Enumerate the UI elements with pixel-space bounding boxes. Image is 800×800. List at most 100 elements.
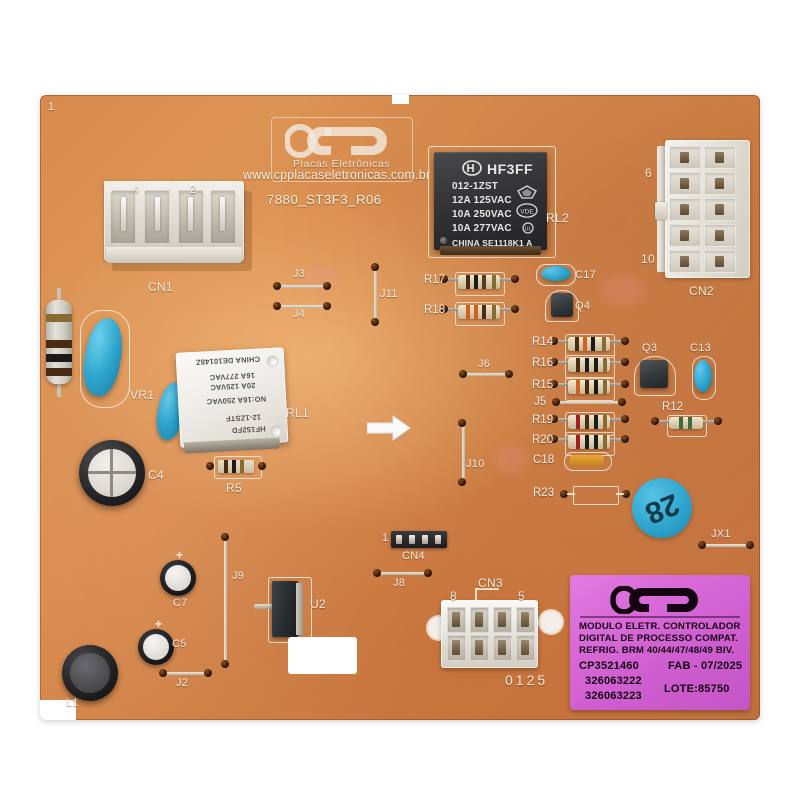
rl1-corner-dimple bbox=[270, 425, 283, 438]
r17-lead bbox=[444, 278, 460, 281]
pad bbox=[552, 398, 560, 406]
svg-text:UL: UL bbox=[524, 226, 531, 232]
jumper-j10-wire bbox=[462, 424, 465, 482]
power-resistor bbox=[46, 300, 72, 384]
r16-ref-label: R16 bbox=[532, 357, 554, 369]
cn2-pin-mark-10: 10 bbox=[641, 252, 655, 266]
pad bbox=[622, 490, 630, 498]
label-code-2: 326063222 bbox=[585, 675, 642, 687]
j5-label: J5 bbox=[534, 396, 547, 408]
cn1-rib bbox=[137, 181, 145, 193]
c7-ref-label: C7 bbox=[173, 597, 188, 609]
r23-outline bbox=[573, 486, 619, 505]
resistor-r18 bbox=[458, 305, 500, 319]
c5-top bbox=[143, 634, 169, 660]
pad bbox=[621, 380, 629, 388]
cn3-contact bbox=[475, 612, 483, 627]
connector-cn2[interactable] bbox=[655, 140, 765, 290]
jumper-j2-wire bbox=[163, 672, 208, 675]
pad bbox=[221, 533, 229, 541]
c13-ref-label: C13 bbox=[690, 342, 712, 354]
u2-ref-label: U2 bbox=[310, 597, 326, 611]
r14-ref-label: R14 bbox=[532, 336, 554, 348]
cn3-contact bbox=[452, 640, 460, 655]
pad bbox=[159, 669, 167, 677]
q4-outline bbox=[545, 290, 579, 322]
r17-ref-label: R17 bbox=[424, 274, 446, 286]
pad bbox=[550, 415, 558, 423]
rl1-part-number: 12-1ZSTF bbox=[225, 412, 262, 424]
solder-blob bbox=[600, 275, 646, 307]
white-overlay-rectangle bbox=[288, 637, 357, 674]
pad bbox=[323, 302, 331, 310]
cn2-pin bbox=[680, 178, 689, 189]
pad bbox=[273, 302, 281, 310]
pad bbox=[221, 660, 229, 668]
r15-outline bbox=[565, 377, 615, 401]
pad bbox=[698, 541, 706, 549]
r17-lead bbox=[498, 278, 514, 281]
pointer-arrow-icon bbox=[367, 415, 411, 441]
cn1-rib bbox=[235, 181, 243, 193]
cn1-blade bbox=[121, 197, 126, 231]
transistor-q3 bbox=[640, 360, 668, 388]
r18-lead bbox=[498, 308, 514, 311]
pad bbox=[424, 569, 432, 577]
r20-ref-label: R20 bbox=[532, 434, 554, 446]
cn1-pin-mark-4: 4 bbox=[133, 184, 140, 196]
r14-outline bbox=[565, 334, 615, 358]
pad bbox=[458, 419, 466, 427]
resistor-r17 bbox=[458, 275, 500, 289]
cn2-pin bbox=[715, 204, 724, 215]
j10-label: J10 bbox=[466, 458, 485, 470]
rl2-rating-3: 10A 277VAC bbox=[452, 223, 512, 234]
label-line-1: MODULO ELETR. CONTROLADOR bbox=[579, 621, 741, 632]
rl2-rating-2: 10A 250VAC bbox=[452, 209, 512, 220]
r5-band bbox=[224, 460, 228, 473]
pad bbox=[459, 370, 467, 378]
label-line-2: DIGITAL DE PROCESSO COMPAT. bbox=[579, 633, 738, 644]
r14-lead bbox=[608, 340, 624, 343]
rl2-base bbox=[440, 246, 541, 255]
cn1-rib bbox=[203, 181, 211, 193]
brand-subtitle: Placas Eletrônicas bbox=[293, 158, 391, 170]
pad bbox=[714, 417, 722, 425]
r12-lead bbox=[701, 420, 717, 423]
pad bbox=[371, 263, 379, 271]
cn1-ref-label: CN1 bbox=[148, 280, 173, 294]
cp-logo-icon bbox=[285, 124, 387, 158]
pad bbox=[621, 337, 629, 345]
c7-polarity-plus: + bbox=[176, 548, 184, 562]
cn3-pin-mark-5: 5 bbox=[518, 589, 525, 603]
rl1-ref-label: RL1 bbox=[286, 406, 309, 420]
r18-outline bbox=[455, 302, 505, 326]
vr1-footprint-outline bbox=[80, 310, 130, 408]
cn2-pin bbox=[715, 152, 724, 163]
pad bbox=[505, 370, 513, 378]
pad bbox=[258, 462, 266, 470]
u2-lead bbox=[254, 604, 274, 609]
c7-top bbox=[165, 565, 191, 591]
connector-cn4[interactable] bbox=[391, 531, 447, 548]
cn2-pin bbox=[715, 178, 724, 189]
label-code-1: CP3521460 bbox=[579, 660, 639, 672]
j4-label: J4 bbox=[293, 308, 306, 320]
rl2-brand: HF3FF bbox=[487, 161, 534, 177]
cn2-pin bbox=[680, 204, 689, 215]
rl2-part-number: 012-1ZST bbox=[452, 181, 499, 192]
cn4-pin-mark-1: 1 bbox=[382, 532, 389, 544]
board-notch-top bbox=[392, 95, 409, 104]
cn3-mount-hole bbox=[540, 611, 562, 633]
cn4-pin bbox=[435, 535, 441, 544]
r16-lead bbox=[608, 361, 624, 364]
pad bbox=[550, 435, 558, 443]
c4-ref-label: C4 bbox=[148, 468, 164, 482]
pad bbox=[373, 569, 381, 577]
rl2-pin1-dot bbox=[440, 237, 447, 244]
r16-lead bbox=[554, 361, 570, 364]
pad bbox=[511, 305, 519, 313]
label-lote: LOTE:85750 bbox=[664, 683, 730, 695]
pad bbox=[440, 305, 448, 313]
connector-cn1[interactable] bbox=[104, 181, 252, 273]
